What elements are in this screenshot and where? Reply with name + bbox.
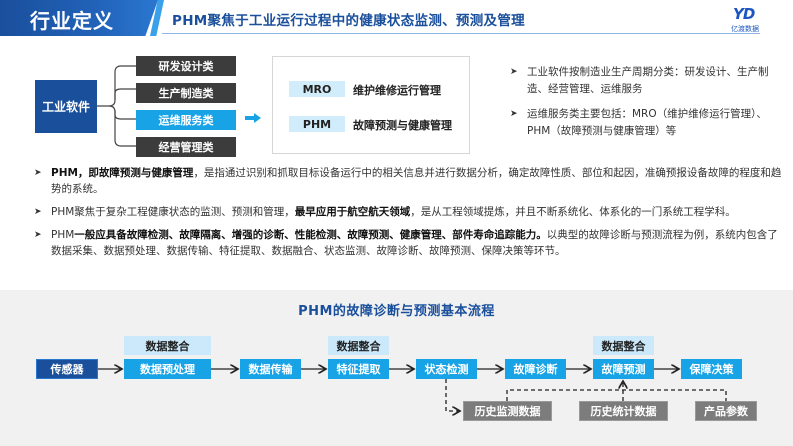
category-business-management: 经营管理类 <box>136 137 236 157</box>
flow-title: PHM的故障诊断与预测基本流程 <box>298 304 495 319</box>
category-label: 经营管理类 <box>158 141 214 154</box>
category-label: 研发设计类 <box>158 60 214 73</box>
category-label: 生产制造类 <box>158 87 214 100</box>
note-item: ➤ 运维服务类主要包括：MRO（维护维修运行管理）、PHM（故障预测与健康管理）… <box>510 108 767 137</box>
mro-tag: MRO <box>289 81 345 97</box>
arrow-bullet-icon: ➤ <box>510 109 518 119</box>
logo-text: 亿渡数据 <box>731 25 759 33</box>
page-title: PHM聚焦于工业运行过程中的健康状态监测、预测及管理 <box>172 13 525 29</box>
service-types-box: MRO 维护维修运行管理 PHM 故障预测与健康管理 <box>272 56 470 154</box>
step-support-decision: 保障决策 <box>681 359 742 379</box>
note-item: ➤ 工业软件按制造业生产周期分类：研发设计、生产制造、经营管理、运维服务 <box>510 66 769 95</box>
mro-description: 维护维修运行管理 <box>353 84 441 97</box>
phm-description: 故障预测与健康管理 <box>353 119 452 132</box>
industrial-software-label: 工业软件 <box>41 100 90 114</box>
arrow-bullet-icon: ➤ <box>34 207 42 217</box>
step-fault-prediction: 故障预测 <box>593 359 654 379</box>
step-state-detection: 状态检测 <box>416 359 477 379</box>
logo: YD 亿渡数据 <box>727 5 767 33</box>
data-integration-label: 数据整合 <box>124 336 211 355</box>
paragraph-phm-capabilities: ➤ PHM一般应具备故障检测、故障隔离、增强的诊断、性能检测、故障预测、健康管理… <box>34 229 778 257</box>
section-tag-label: 行业定义 <box>30 9 114 33</box>
classification-notes: ➤ 工业软件按制造业生产周期分类：研发设计、生产制造、经营管理、运维服务 ➤ 运… <box>506 64 786 148</box>
step-transmission: 数据传输 <box>240 359 301 379</box>
data-integration-label: 数据整合 <box>593 336 654 355</box>
step-preprocessing: 数据预处理 <box>124 359 211 379</box>
definition-paragraphs: ➤ PHM，即故障预测与健康管理，是指通过识别和抓取目标设备运行中的相关信息并进… <box>34 165 782 266</box>
logo-mark-icon: YD <box>733 5 755 23</box>
industrial-software-box: 工业软件 <box>35 80 97 133</box>
paragraph-phm-focus: ➤ PHM聚焦于复杂工程健康状态的监测、预测和管理，最早应用于航空航天领域，是从… <box>34 206 736 218</box>
step-sensor: 传感器 <box>36 359 98 379</box>
category-bracket <box>97 65 137 147</box>
header-divider <box>162 33 760 34</box>
section-tag: 行业定义 <box>0 0 158 36</box>
arrow-bullet-icon: ➤ <box>34 168 42 178</box>
paragraph-phm-definition: ➤ PHM，即故障预测与健康管理，是指通过识别和抓取目标设备运行中的相关信息并进… <box>34 167 782 195</box>
step-fault-diagnosis: 故障诊断 <box>505 359 566 379</box>
source-history-monitoring: 历史监测数据 <box>463 401 552 421</box>
data-integration-label: 数据整合 <box>328 336 389 355</box>
arrow-bullet-icon: ➤ <box>510 67 518 77</box>
step-feature-extraction: 特征提取 <box>328 359 389 379</box>
arrow-bullet-icon: ➤ <box>34 230 42 240</box>
category-operations-service: 运维服务类 <box>136 110 236 130</box>
category-rd-design: 研发设计类 <box>136 56 236 76</box>
source-product-parameters: 产品参数 <box>695 401 757 421</box>
category-label: 运维服务类 <box>158 114 214 127</box>
phm-tag: PHM <box>289 116 345 132</box>
category-production: 生产制造类 <box>136 83 236 103</box>
arrow-right-icon <box>245 113 261 123</box>
source-history-statistics: 历史统计数据 <box>579 401 668 421</box>
